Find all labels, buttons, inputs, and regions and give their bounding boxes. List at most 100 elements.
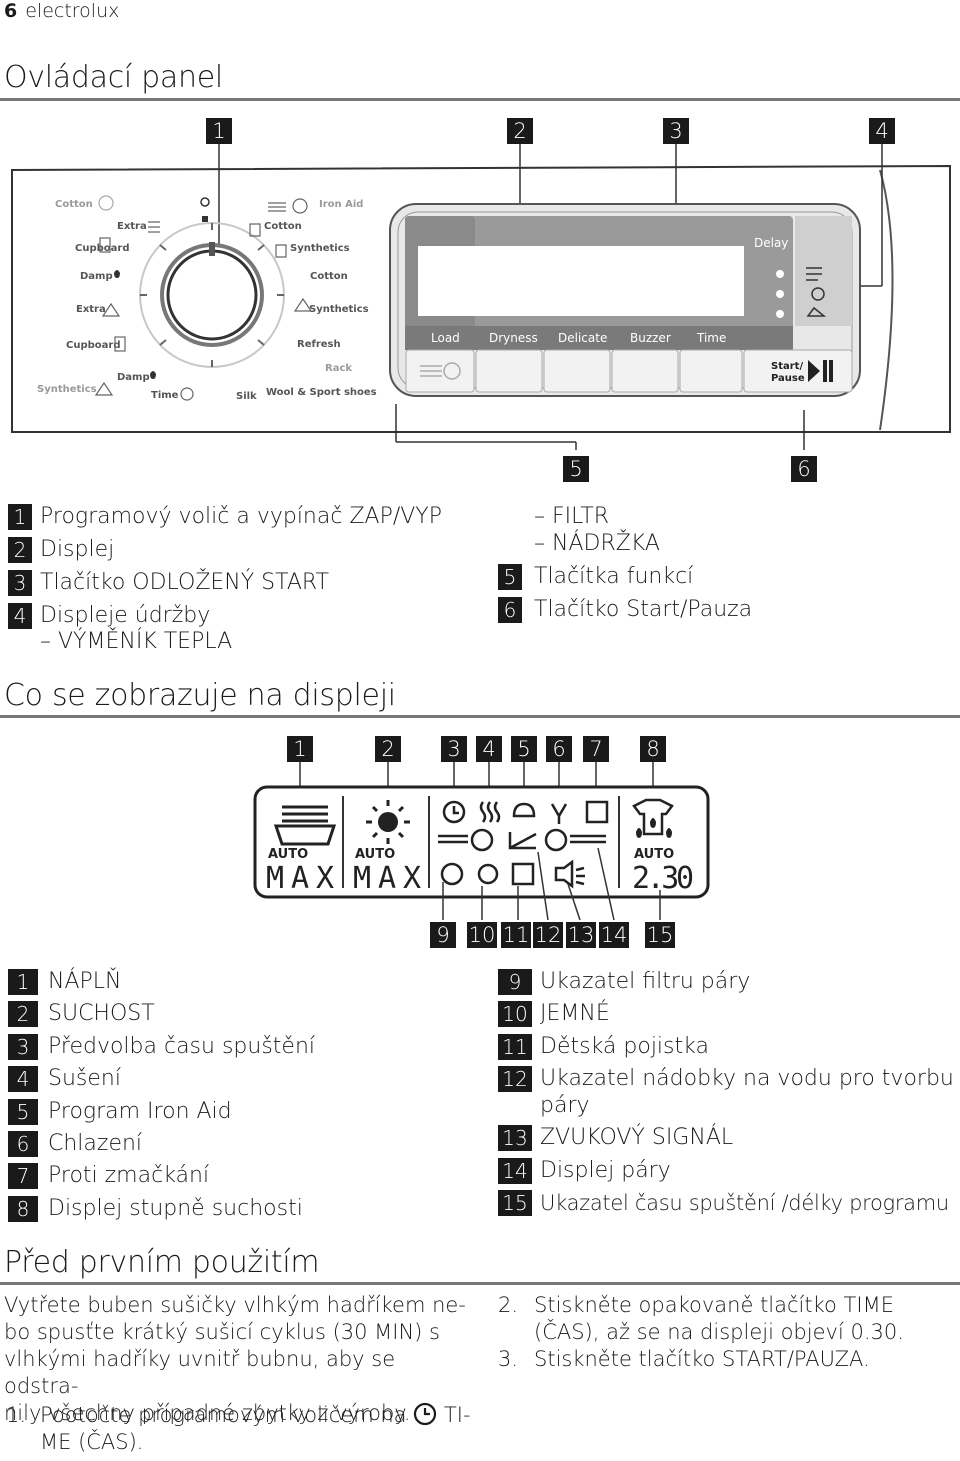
time-small-icon [180, 387, 194, 401]
legend-num: 2 [8, 537, 32, 563]
step-text: ME (ČAS). [40, 1430, 144, 1454]
child-lock-icon [511, 862, 535, 886]
legend-text: Displeje údržby [40, 603, 211, 628]
dial-label-synthetics-ext: Synthetics [309, 304, 369, 315]
legend-text: Ukazatel filtru páry [540, 969, 751, 994]
dial-ticks [140, 223, 284, 367]
legend-text: Proti zmačkání [48, 1163, 210, 1188]
legend-num: 11 [498, 1034, 532, 1060]
legend-text: Displej [40, 537, 115, 562]
step-number: 2. [498, 1293, 519, 1317]
steam-lines-left [438, 834, 468, 844]
legend-subitem: – FILTR [534, 504, 610, 529]
start-pause-label-1[interactable]: Start/ [771, 361, 803, 372]
dial-label-damp-s: Damp [117, 372, 150, 383]
step-text: Pootočte programovým voličem na [40, 1403, 407, 1427]
legend-text: Tlačítko ODLOŽENÝ START [40, 570, 330, 595]
buzzer-button[interactable]: Buzzer [630, 331, 671, 345]
legend-num: 9 [498, 969, 532, 995]
dial-label-cotton: Cotton [55, 199, 93, 210]
legend-num: 10 [498, 1001, 532, 1027]
clock-icon [414, 1402, 437, 1426]
dryness-auto-label: AUTO [355, 847, 395, 862]
drying-icon [479, 801, 501, 823]
para-line: Vytřete buben sušičky vlhkým hadříkem ne… [4, 1293, 466, 1317]
legend-subitem: – VÝMĚNÍK TEPLA [40, 629, 233, 654]
dial-label-wool: Wool & Sport shoes [266, 387, 377, 398]
legend-text: Předvolba času spuštění [48, 1034, 315, 1059]
legend-text: Sušení [48, 1066, 121, 1091]
dial-label-extra-s: Extra [76, 304, 106, 315]
display-callout-11: 11 [501, 922, 531, 948]
legend-num: 2 [8, 1001, 38, 1027]
cotton-cloud-icon [98, 195, 114, 211]
legend-text: Dětská pojistka [540, 1034, 709, 1059]
buzzer-icon [554, 859, 585, 889]
display-callout-2: 2 [375, 736, 401, 762]
delicate-button[interactable]: Delicate [558, 331, 607, 345]
dial-label-cupboard-s: Cupboard [66, 340, 120, 351]
program-dial[interactable] [139, 222, 285, 368]
section-rule [0, 1282, 960, 1285]
extra-s-icon [101, 302, 121, 317]
cupboard-c-icon [99, 237, 111, 253]
steam-cloud-left [470, 828, 494, 852]
dial-off-mark [200, 197, 210, 207]
section-title-control-panel: Ovládací panel [4, 60, 223, 95]
legend-text: Displej stupně suchosti [48, 1196, 303, 1221]
dial-label-synthetics-ia: Synthetics [290, 243, 350, 254]
display-illustration: AUTO AUTO AUTO MAX MAX 2.30 [253, 762, 710, 921]
display-callout-7: 7 [583, 736, 609, 762]
filter-icon [806, 267, 822, 281]
synthetics-icon [94, 381, 114, 396]
legend-text: Ukazatel času spuštění /délky programu [540, 1191, 949, 1215]
legend-num: 12 [498, 1066, 532, 1092]
legend-num: 6 [498, 597, 522, 623]
display-callout-6: 6 [546, 736, 572, 762]
load-button[interactable]: Load [431, 331, 460, 345]
start-pause-label-2[interactable]: Pause [771, 373, 805, 384]
cupboard-s-icon [114, 336, 126, 352]
legend-subitem: – NÁDRŽKA [534, 531, 660, 556]
display-callout-14: 14 [599, 922, 629, 948]
legend-subtext: NÁDRŽKA [552, 531, 660, 556]
synthetics-ia-icon [275, 244, 287, 258]
control-panel-illustration: Cotton Extra Cupboard Damp Extra Cupboar… [11, 144, 951, 450]
section-title-display: Co se zobrazuje na displeji [4, 678, 396, 713]
water-container-icon [508, 832, 537, 850]
steps-right: 2. Stiskněte opakovaně tlačítko TIME (ČA… [498, 1292, 958, 1373]
dial-label-iron-aid: Iron Aid [319, 199, 363, 210]
step-number: 1. [6, 1403, 27, 1427]
time-button[interactable]: Time [696, 331, 726, 345]
cotton-ia-icon [249, 223, 261, 237]
dial-label-refresh: Refresh [297, 339, 341, 350]
dial-label-time: Time [151, 390, 179, 401]
dryness-level-icon [632, 798, 674, 836]
callout-4: 4 [869, 118, 895, 144]
delicate-icon [477, 863, 499, 885]
dryness-max-readout: MAX [353, 861, 421, 896]
iron-aid-icon [512, 802, 536, 818]
dial-label-rack: Rack [325, 363, 352, 374]
step-number: 3. [498, 1347, 519, 1371]
time-readout: 2.30 [632, 861, 694, 896]
dryness-button[interactable]: Dryness [489, 331, 538, 345]
legend-text: Program Iron Aid [48, 1099, 232, 1124]
legend-text: Displej páry [540, 1158, 671, 1183]
para-line: bo spusťte krátký sušicí cyklus (30 MIN)… [4, 1320, 440, 1344]
legend-num: 6 [8, 1131, 38, 1157]
first-use-paragraph: Vytřete buben sušičky vlhkým hadříkem ne… [4, 1292, 474, 1427]
step-text: (ČAS), až se na displeji objeví 0.30. [534, 1320, 904, 1344]
callout-2: 2 [507, 118, 533, 144]
display-callout-1: 1 [287, 736, 313, 762]
legend-num: 13 [498, 1125, 532, 1151]
anti-crease-icon [585, 800, 609, 824]
legend-subtext: FILTR [552, 504, 610, 529]
dial-on-mark [202, 216, 208, 222]
dial-label-cotton-ext: Cotton [310, 271, 348, 282]
section-rule [0, 98, 960, 101]
heat-exchanger-icon [811, 287, 825, 301]
